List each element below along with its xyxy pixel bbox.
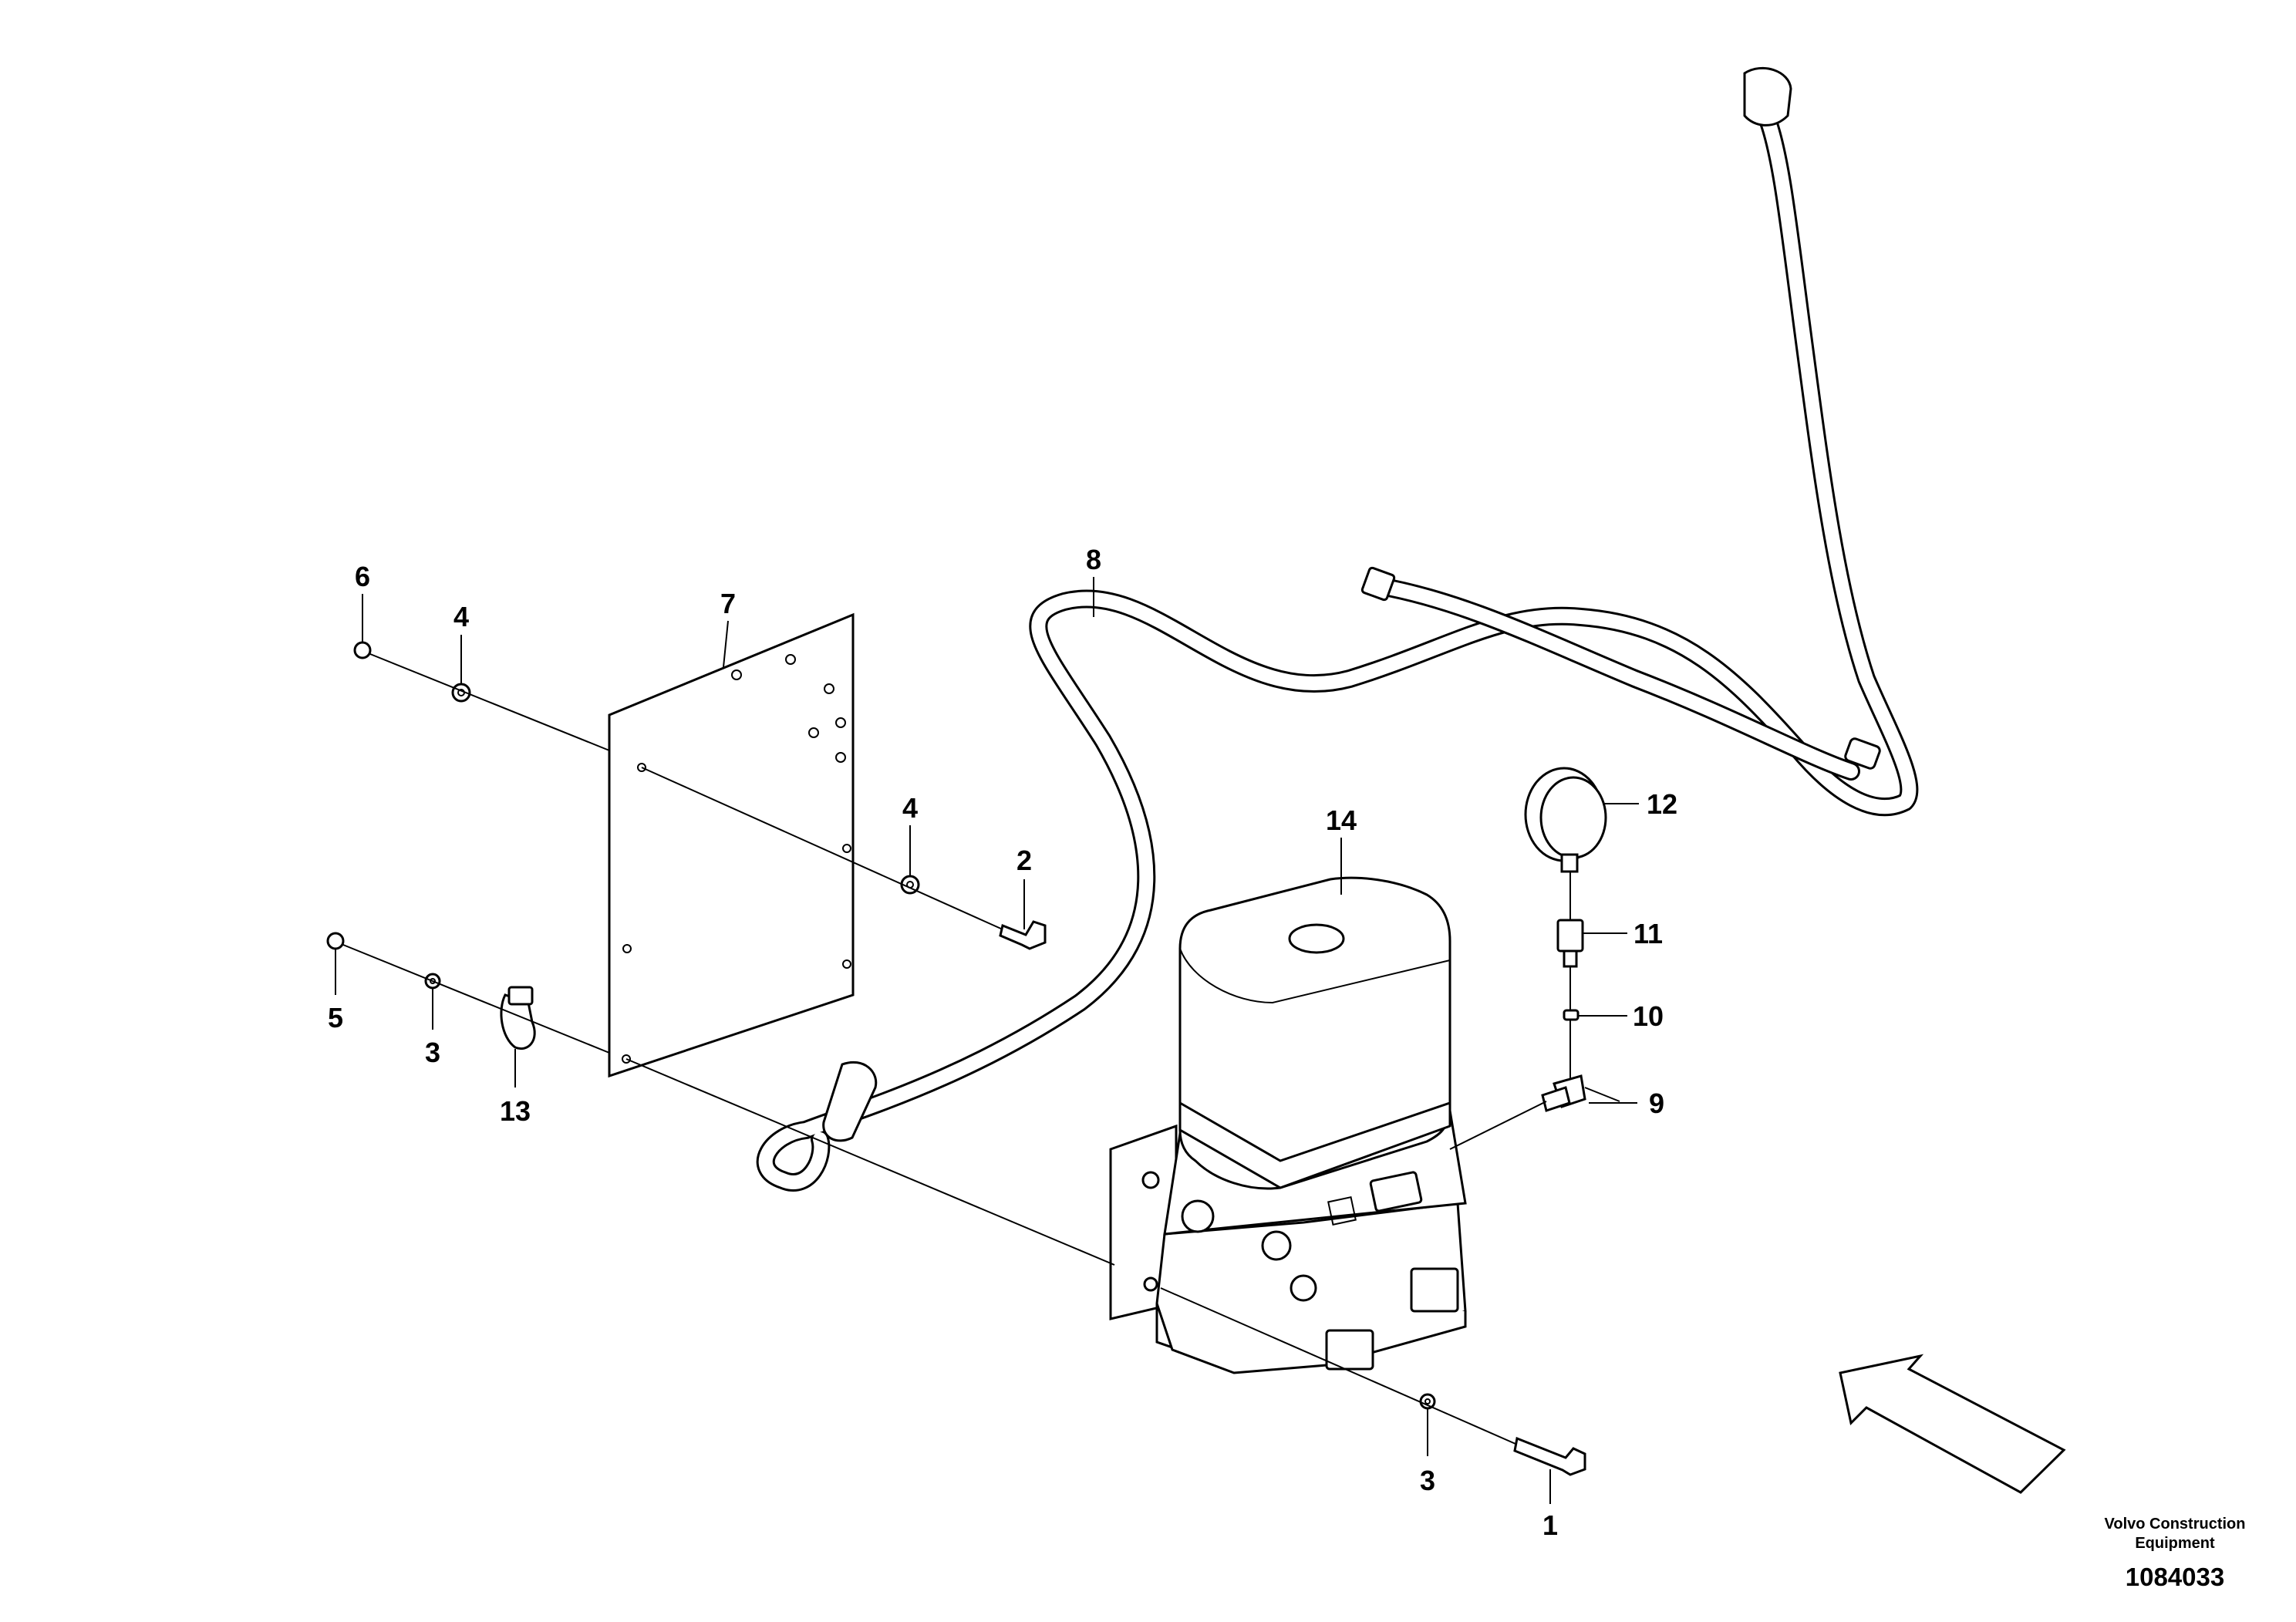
callout-5: 5 <box>328 1002 343 1034</box>
clamp-13 <box>500 993 536 1050</box>
leader-lines <box>335 577 1639 1504</box>
callout-labels: 1 2 3 3 4 4 5 6 7 8 9 10 11 12 13 14 <box>328 544 1677 1541</box>
publisher-block: Volvo Construction Equipment 1084033 <box>2105 1516 2246 1591</box>
callout-4-upper: 4 <box>453 601 469 632</box>
washer-3-right <box>1419 1393 1436 1410</box>
publisher-line-1: Volvo Construction <box>2105 1516 2246 1533</box>
callout-10: 10 <box>1633 1000 1664 1032</box>
callout-4-center: 4 <box>902 792 918 824</box>
callout-7: 7 <box>720 588 736 619</box>
mounting-plate <box>608 612 855 1078</box>
gauge-assembly <box>1524 767 1607 1112</box>
lubrication-pump <box>1109 876 1467 1374</box>
nut-6 <box>353 641 372 659</box>
bolt-1 <box>1513 1436 1586 1476</box>
callout-6: 6 <box>355 561 370 592</box>
bolt-2 <box>999 920 1047 950</box>
callout-3-right: 3 <box>1420 1465 1435 1496</box>
callout-11: 11 <box>1633 918 1663 949</box>
nut-5 <box>326 932 345 950</box>
callout-12: 12 <box>1647 788 1677 820</box>
fasteners <box>326 641 1586 1476</box>
callout-8: 8 <box>1086 544 1101 575</box>
callout-13: 13 <box>500 1095 531 1127</box>
hose-assembly <box>756 66 1919 1192</box>
callout-1: 1 <box>1542 1509 1558 1541</box>
document-number: 1084033 <box>2126 1563 2224 1591</box>
callout-9: 9 <box>1649 1088 1664 1119</box>
callout-2: 2 <box>1017 845 1032 876</box>
callout-14: 14 <box>1326 804 1357 836</box>
callout-3-left: 3 <box>425 1037 440 1068</box>
publisher-line-2: Equipment <box>2135 1535 2215 1552</box>
direction-arrow <box>1839 1354 2066 1494</box>
